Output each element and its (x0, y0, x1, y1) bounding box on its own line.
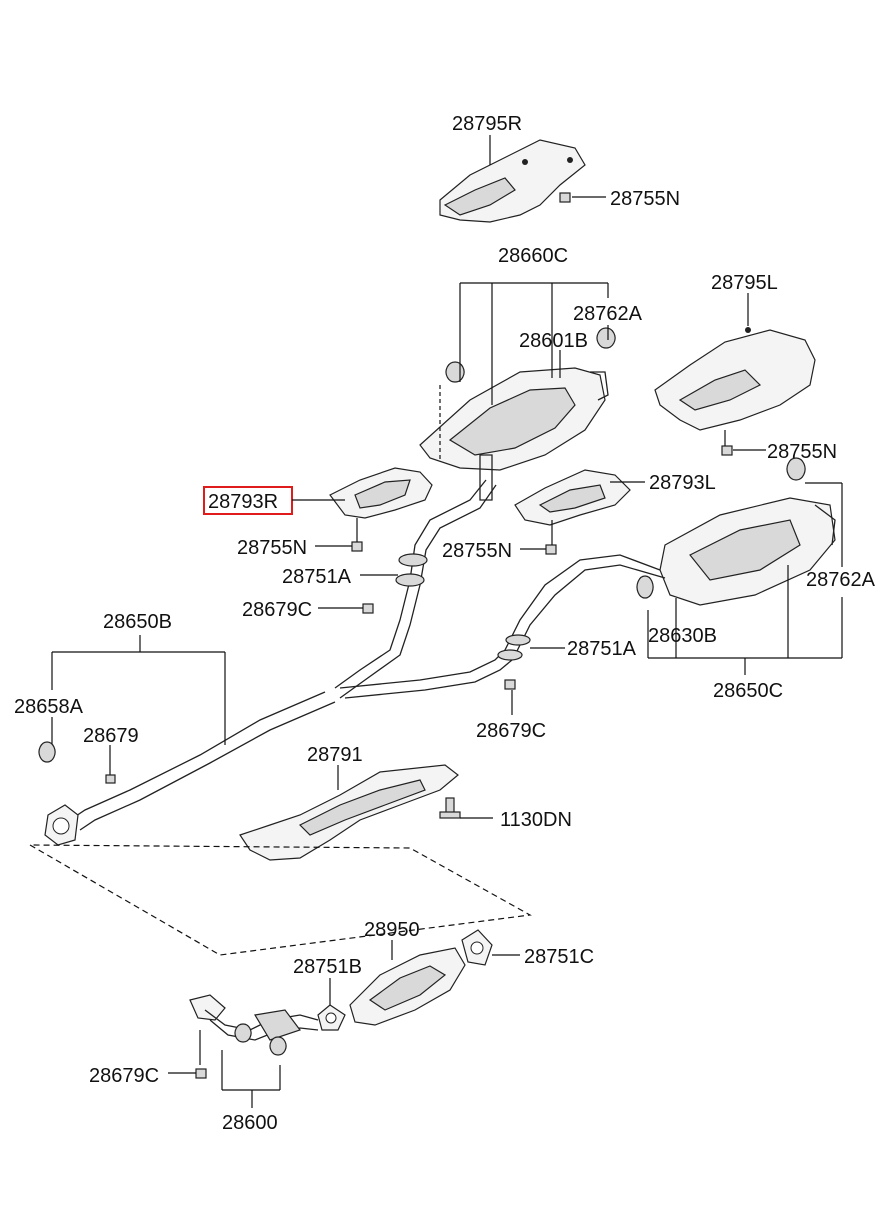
heat-protector-center-part[interactable] (239, 764, 459, 861)
hanger-rubber-top-right-part[interactable] (596, 327, 616, 349)
nut-left-mid-part[interactable] (351, 541, 363, 552)
label-hanger-a-top[interactable]: 28762A (573, 303, 643, 325)
rear-muffler-part[interactable] (419, 367, 609, 501)
label-heat-protector-l[interactable]: 28793L (649, 472, 716, 494)
heat-protector-l-part[interactable] (514, 469, 631, 526)
label-gasket-a-center[interactable]: 28751A (567, 638, 637, 660)
main-muffler-part[interactable] (659, 497, 836, 606)
nut-right-upper-part[interactable] (721, 445, 733, 456)
label-center-muffler-assy[interactable]: 28650B (103, 611, 172, 633)
label-clamp-c-center[interactable]: 28679C (476, 720, 546, 742)
label-nut-top[interactable]: 28755N (610, 188, 680, 210)
gasket-b-part[interactable] (317, 1004, 346, 1031)
catalytic-converter-part[interactable] (349, 947, 466, 1026)
clamp-c-center-part[interactable] (504, 679, 516, 690)
label-main-muffler[interactable]: 28630B (648, 625, 717, 647)
front-flange-part[interactable] (44, 804, 79, 846)
gasket-a-left-part[interactable] (395, 553, 428, 587)
hanger-front-left-part[interactable] (234, 1023, 252, 1043)
hanger-rubber-right-lower-part[interactable] (636, 575, 654, 599)
label-gasket-c[interactable]: 28751C (524, 946, 594, 968)
label-nut-left-mid[interactable]: 28755N (237, 537, 307, 559)
label-clamp-c-left[interactable]: 28679C (242, 599, 312, 621)
front-pipe-part[interactable] (189, 994, 319, 1041)
nut-top-part[interactable] (559, 192, 571, 203)
gasket-a-center-part[interactable] (497, 634, 531, 661)
label-heat-protector-center[interactable]: 28791 (307, 744, 363, 766)
label-catalytic-converter[interactable]: 28950 (364, 919, 420, 941)
label-rear-muffler[interactable]: 28601B (519, 330, 588, 352)
label-bolt[interactable]: 1130DN (500, 809, 572, 831)
heat-protector-rear-l-part[interactable] (654, 327, 816, 431)
label-heat-protector-r-highlighted[interactable]: 28793R (208, 491, 278, 513)
label-main-muffler-assy[interactable]: 28650C (713, 680, 783, 702)
label-rear-muffler-assy-top[interactable]: 28660C (498, 245, 568, 267)
clamp-c-bottom-part[interactable] (195, 1068, 207, 1079)
clamp-part[interactable] (105, 774, 116, 784)
label-gasket-b[interactable]: 28751B (293, 956, 362, 978)
heat-protector-rear-r-part[interactable] (439, 139, 586, 223)
hanger-rubber-right-upper-part[interactable] (786, 457, 806, 481)
label-gasket-a-left[interactable]: 28751A (282, 566, 352, 588)
label-clamp-c-bottom[interactable]: 28679C (89, 1065, 159, 1087)
gasket-c-part[interactable] (461, 929, 493, 966)
heat-protector-r-part[interactable] (329, 467, 433, 519)
label-front-pipe[interactable]: 28600 (222, 1112, 278, 1134)
label-heat-protector-rear-r[interactable]: 28795R (452, 113, 522, 135)
hanger-b-part[interactable] (38, 741, 56, 763)
label-heat-protector-rear-l[interactable]: 28795L (711, 272, 778, 294)
bolt-part[interactable] (439, 797, 461, 819)
label-nut-right-upper[interactable]: 28755N (767, 441, 837, 463)
label-nut-center-mid[interactable]: 28755N (442, 540, 512, 562)
label-hanger-a-right[interactable]: 28762A (806, 569, 876, 591)
label-clamp[interactable]: 28679 (83, 725, 139, 747)
label-hanger-b[interactable]: 28658A (14, 696, 84, 718)
nut-center-mid-part[interactable] (545, 544, 557, 555)
hanger-rubber-top-left-part[interactable] (445, 361, 465, 383)
clamp-c-left-part[interactable] (362, 603, 374, 614)
hanger-front-right-part[interactable] (269, 1036, 287, 1056)
